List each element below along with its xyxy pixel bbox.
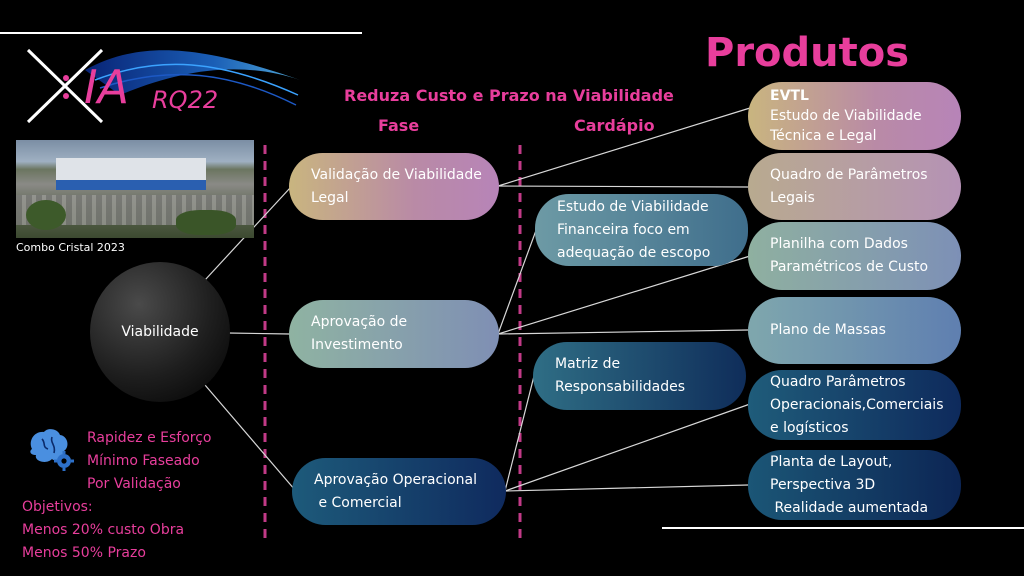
product-line: e logísticos <box>770 419 849 436</box>
viabilidade-label: Viabilidade <box>121 324 199 340</box>
logo: IA RQ22 <box>22 46 302 126</box>
viabilidade-node: Viabilidade <box>90 262 230 402</box>
benefit-line: Mínimo Faseado <box>87 453 200 469</box>
page-title: Produtos <box>705 30 910 76</box>
product-line: Paramétricos de Custo <box>770 259 929 275</box>
menu-line: Financeira foco em <box>557 221 690 238</box>
phase-aprovacao-operacional: Aprovação Operacional e Comercial <box>292 458 506 525</box>
product-line: Estudo de Viabilidade <box>770 108 922 124</box>
brain-gear-icon <box>30 429 74 471</box>
product-line: Perspectiva 3D <box>770 476 876 493</box>
menu-line: adequação de escopo <box>557 244 711 261</box>
product-line: Quadro de Parâmetros <box>770 166 928 183</box>
bottom-rule <box>662 527 1024 529</box>
product-plano-massas: Plano de Massas <box>748 297 961 364</box>
product-line: EVTL <box>770 88 809 104</box>
product-line: Planilha com Dados <box>770 236 908 252</box>
phase-line: Validação de Viabilidade <box>311 166 482 183</box>
column-header-fase: Fase <box>378 116 420 135</box>
product-line: Técnica e Legal <box>770 128 877 144</box>
product-line: Quadro Parâmetros <box>770 373 906 390</box>
product-line: Planta de Layout, <box>770 453 893 470</box>
objectives-line: Objetivos: <box>22 499 93 515</box>
photo-caption: Combo Cristal 2023 <box>16 241 125 254</box>
product-planta-layout: Planta de Layout, Perspectiva 3D Realidad… <box>748 450 961 520</box>
objectives-line: Menos 20% custo Obra <box>22 522 185 538</box>
logo-suffix: RQ22 <box>152 86 219 114</box>
menu-line: Matriz de <box>555 356 621 372</box>
benefit-line: Rapidez e Esforço <box>87 430 212 446</box>
benefit-line: Por Validação <box>87 476 181 492</box>
phase-line: e Comercial <box>314 494 402 511</box>
product-line: Realidade aumentada <box>770 499 929 516</box>
phase-line: Legal <box>311 189 349 206</box>
menu-line: Estudo de Viabilidade <box>557 198 709 215</box>
phase-line: Aprovação de <box>311 314 408 330</box>
product-line: Operacionais,Comerciais <box>770 396 944 413</box>
phase-aprovacao-investimento: Aprovação de Investimento <box>289 300 499 368</box>
column-header-cardapio: Cardápio <box>574 116 655 135</box>
objectives-text: Objetivos: Menos 20% custo Obra Menos 50… <box>22 496 184 565</box>
menu-line: Responsabilidades <box>555 379 686 395</box>
benefit-text: Rapidez e Esforço Mínimo Faseado Por Val… <box>87 427 211 496</box>
menu-matriz-responsabilidades: Matriz de Responsabilidades <box>533 342 746 410</box>
subtitle: Reduza Custo e Prazo na Viabilidade <box>344 86 674 105</box>
phase-line: Investimento <box>311 337 403 353</box>
logo-wave <box>85 50 300 95</box>
objectives-line: Menos 50% Prazo <box>22 545 146 561</box>
logo-x-mark <box>26 48 104 124</box>
aerial-photo <box>16 140 254 238</box>
logo-text: IA <box>84 60 130 114</box>
product-line: Plano de Massas <box>770 322 886 338</box>
phase-line: Aprovação Operacional <box>314 471 477 488</box>
product-line: Legais <box>770 189 815 206</box>
top-rule <box>0 32 362 34</box>
